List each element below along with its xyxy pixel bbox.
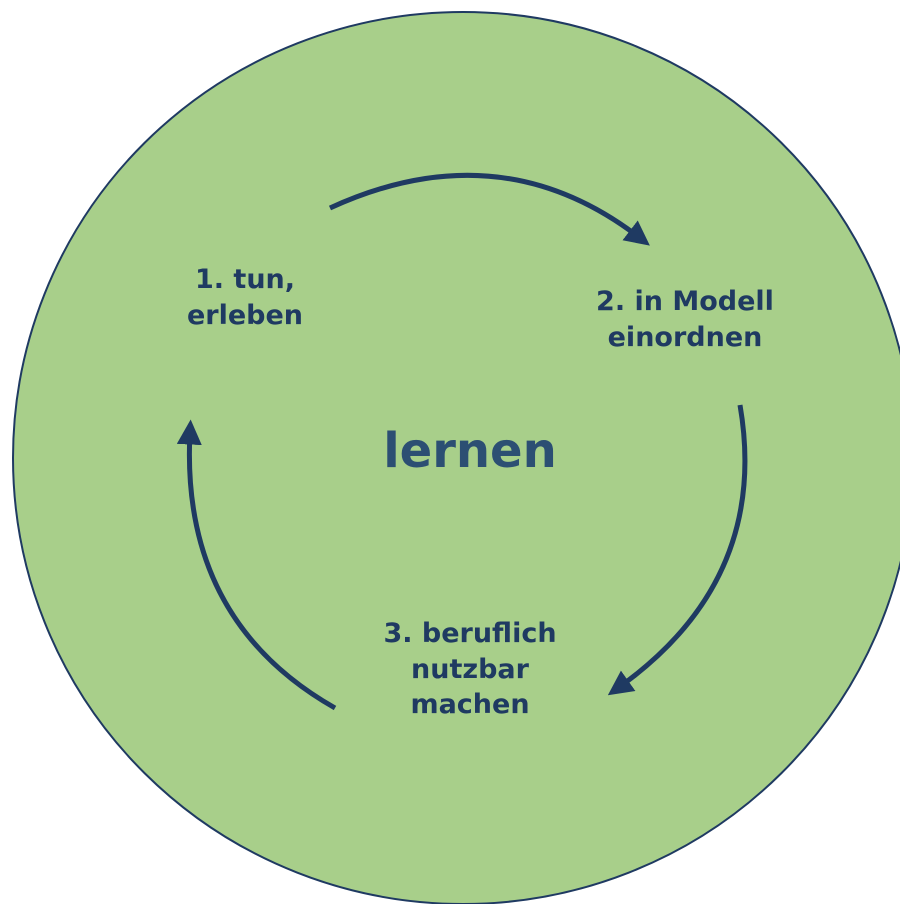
center-label: lernen (383, 423, 557, 479)
step-3-line-1: 3. beruflich (383, 618, 557, 649)
arrow-step1-to-step2 (328, 172, 650, 246)
step-2-line-2: einordnen (607, 321, 763, 353)
step-2-label: 2. in Modell einordnen (525, 284, 845, 355)
background-circle (12, 11, 900, 904)
step-3-line-3: machen (410, 689, 530, 721)
step-3-label: 3. beruflich nutzbar machen (300, 616, 640, 723)
arrow-step2-to-step3 (607, 404, 748, 696)
step-1-label: 1. tun, erleben (135, 262, 355, 333)
step-1-line-1: 1. tun, (194, 264, 296, 295)
arrow-step3-to-step1 (176, 419, 337, 711)
step-1-line-2: erleben (186, 299, 304, 331)
step-3-line-2: nutzbar (411, 653, 529, 685)
step-2-line-1: 2. in Modell (596, 286, 774, 317)
